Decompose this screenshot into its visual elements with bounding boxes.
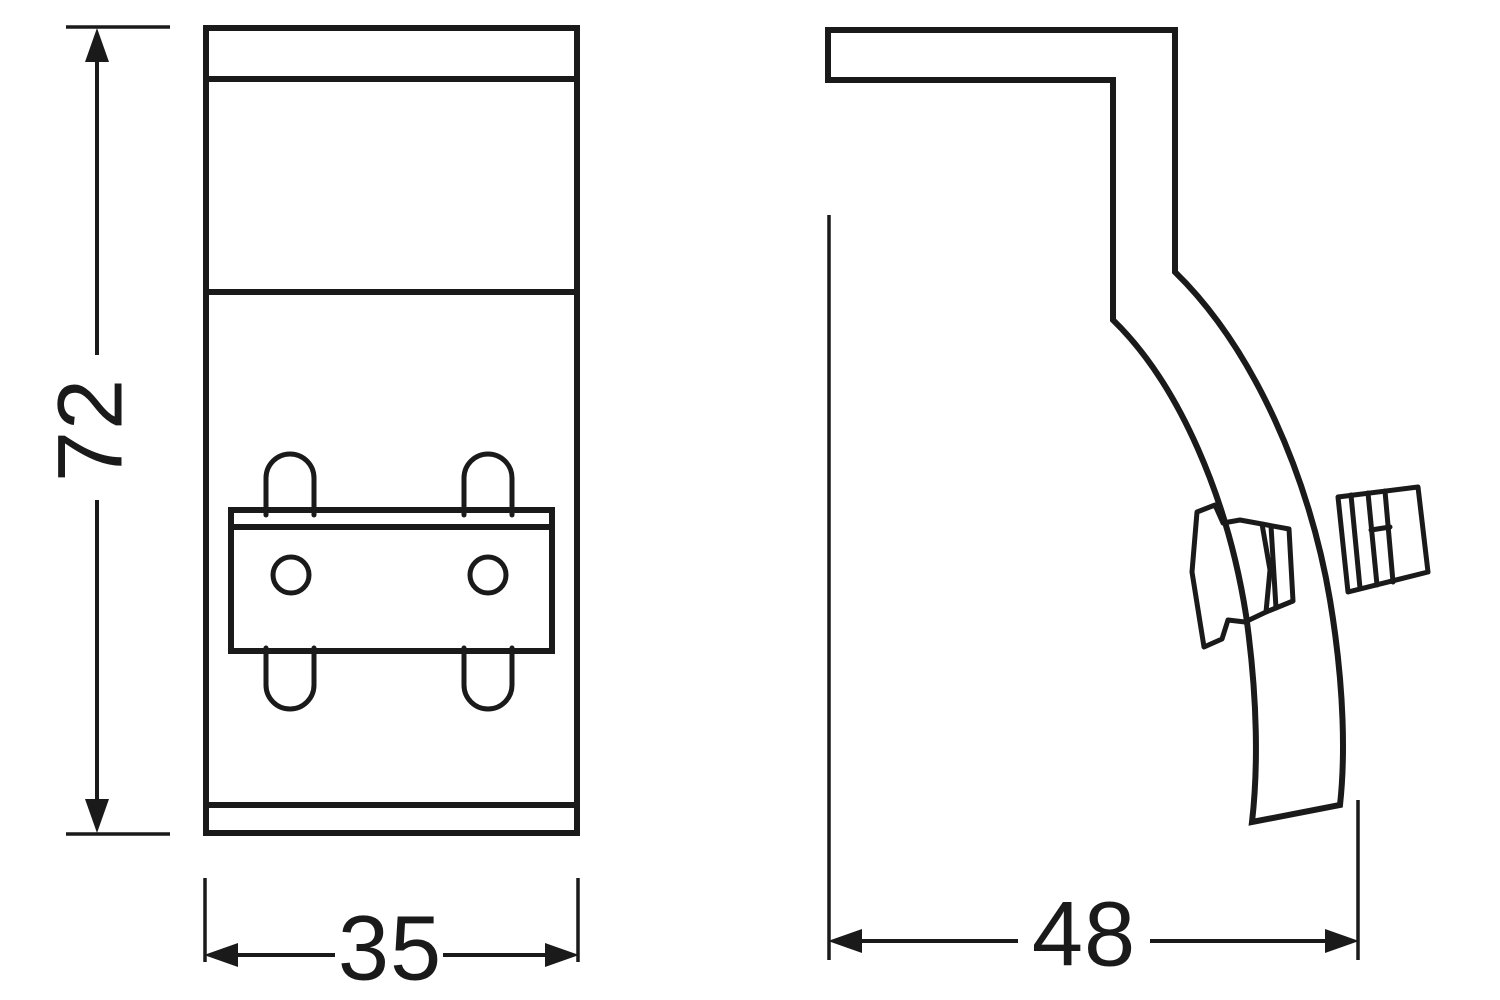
thumbscrew-cap-notch — [1368, 524, 1393, 533]
bracket-hole-left — [270, 554, 312, 596]
thumbscrew-cap-block — [1335, 484, 1431, 595]
dimension-48-group: 48 — [827, 215, 1360, 985]
dim-48-arrow-left — [828, 929, 862, 953]
thumbscrew-cap-line-1 — [1348, 492, 1363, 591]
dim-35-arrow-right — [545, 943, 579, 967]
thumbscrew-knob-handle — [1189, 502, 1273, 650]
dimension-35-group: 35 — [203, 878, 580, 999]
dimension-72-group: 72 — [39, 25, 170, 836]
dim-72-arrow-bottom — [85, 799, 109, 833]
mounting-bracket-group — [228, 451, 555, 712]
side-view-group — [825, 27, 1431, 826]
dim-35-label: 35 — [338, 897, 442, 999]
thumbscrew-group — [1189, 484, 1431, 650]
bracket-pin-lower-left — [263, 645, 317, 712]
thumbscrew-shank-left — [1259, 521, 1296, 615]
dim-35-arrow-left — [204, 943, 238, 967]
side-arm-profile — [825, 27, 1346, 826]
bracket-plate — [228, 507, 555, 654]
dim-72-arrow-top — [85, 28, 109, 62]
thumbscrew-cap-line-3 — [1382, 488, 1396, 585]
dim-48-arrow-right — [1325, 929, 1359, 953]
bracket-pin-upper-right — [461, 451, 515, 518]
bracket-pin-lower-right — [461, 645, 515, 712]
front-view-group — [203, 25, 580, 836]
thumbscrew-shank-left-edge — [1268, 523, 1279, 611]
thumbscrew-cap-line-2 — [1365, 490, 1380, 588]
bracket-pin-upper-left — [263, 451, 317, 518]
dim-72-label: 72 — [39, 378, 141, 482]
dim-48-label: 48 — [1032, 883, 1136, 985]
front-body-outline — [203, 25, 580, 836]
bracket-hole-right — [467, 554, 509, 596]
